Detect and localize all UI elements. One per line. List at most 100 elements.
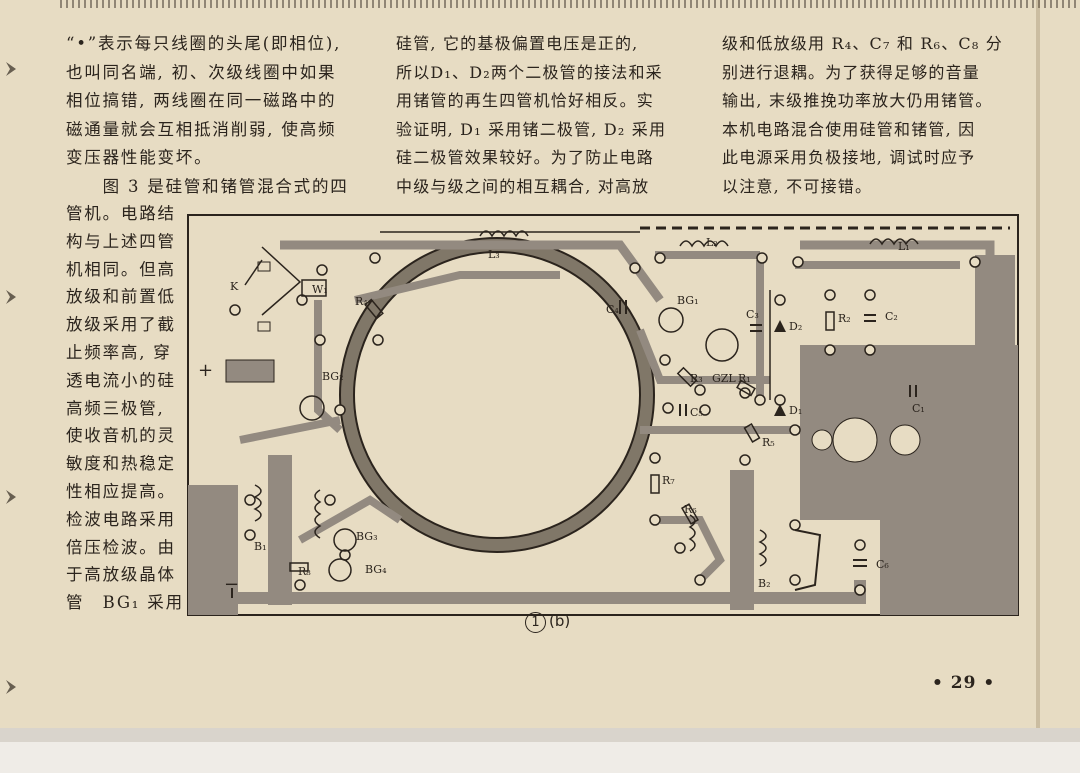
mount-hole xyxy=(832,417,878,463)
text-line: 所以D₁、D₂两个二极管的接法和采 xyxy=(396,62,663,82)
label-l2: L₂ xyxy=(706,236,718,249)
mount-hole xyxy=(889,424,921,456)
label-l3: L₃ xyxy=(488,248,500,261)
label-bg4: BG₄ xyxy=(365,563,387,576)
transformer-b2 xyxy=(758,529,767,567)
copper-area xyxy=(268,455,292,605)
text-line: 变压器性能变坏。 xyxy=(66,148,213,167)
copper-area xyxy=(975,255,1015,355)
speaker-ring-outline xyxy=(339,237,655,553)
battery-pad xyxy=(225,359,275,383)
transformer-b1 xyxy=(253,484,262,522)
text-line: 止频率高, 穿 xyxy=(66,342,172,362)
switch-pad xyxy=(257,261,271,272)
coil-l1 xyxy=(869,238,919,246)
label-b1: B₁ xyxy=(254,540,267,553)
text-line: “•”表示每只线圈的头尾(即相位), xyxy=(66,34,342,53)
text-line: 以注意, 不可接错。 xyxy=(722,176,873,196)
speaker-terminal xyxy=(794,529,822,591)
text-line: 相位搞错, 两线圈在同一磁路中的 xyxy=(66,91,337,110)
text-column-1: “•”表示每只线圈的头尾(即相位), 也叫同名端, 初、次级线圈中如果 相位搞错… xyxy=(66,30,349,201)
text-line: 倍压检波。由 xyxy=(66,537,176,557)
screen-margin xyxy=(0,742,1080,773)
volume-wiper xyxy=(261,246,302,316)
text-line: 图 3 是硅管和锗管混合式的四 xyxy=(66,176,349,196)
text-line: 磁通量就会互相抵消削弱, 使高频 xyxy=(66,119,337,139)
text-line: 管机。电路结 xyxy=(66,204,176,223)
text-column-2: 硅管, 它的基极偏置电压是正的, 所以D₁、D₂两个二极管的接法和采 用锗管的再… xyxy=(396,30,666,201)
label-r8: R₈ xyxy=(298,565,311,578)
copper-area xyxy=(188,485,238,615)
binder-clip-icon xyxy=(6,490,16,504)
label-w1: W₁ xyxy=(312,283,328,296)
text-line: 输出, 末级推挽功率放大仍用锗管。 xyxy=(722,91,993,110)
label-c4: C₄ xyxy=(606,303,619,316)
top-right-trace xyxy=(800,240,995,340)
coil-l3 xyxy=(479,230,529,238)
text-line: 检波电路采用 xyxy=(66,509,176,529)
text-line: 透电流小的硅 xyxy=(66,370,176,390)
bg3-trace xyxy=(298,495,403,544)
label-bg3: BG₃ xyxy=(356,530,377,543)
text-line: 此电源采用负极接地, 调试时应予 xyxy=(722,148,976,167)
text-line: 也叫同名端, 初、次级线圈中如果 xyxy=(66,62,337,82)
gzl-coil xyxy=(705,328,739,362)
figure-number: 1 xyxy=(525,612,546,633)
label-r1: R₁ xyxy=(738,372,751,385)
switch-k xyxy=(244,259,263,286)
copper-area xyxy=(730,470,754,610)
text-line: 高频三极管, xyxy=(66,398,165,418)
label-minus: − xyxy=(224,574,239,595)
text-line: 验证明, D₁ 采用锗二极管, D₂ 采用 xyxy=(396,119,667,139)
perforation-edge xyxy=(60,0,1080,8)
page-fold-shadow xyxy=(1036,0,1040,728)
label-r7: R₇ xyxy=(662,474,675,487)
pcb-layout-figure: L₃ L₂ L₁ K W₁ R₄ C₄ BG₁ C₃ D₂ R₂ C₂ BG₂ … xyxy=(187,214,1019,616)
text-line: 机相同。但高 xyxy=(66,259,176,279)
diode-d1 xyxy=(774,404,786,416)
label-k: K xyxy=(230,280,239,293)
text-column-1-narrow: 管机。电路结 构与上述四管 机相同。但高 放级和前置低 放级采用了截 止频率高,… xyxy=(66,200,184,617)
text-column-3: 级和低放级用 R₄、C₇ 和 R₆、C₈ 分 别进行退耦。为了获得足够的音量 输… xyxy=(722,30,1003,201)
label-gzl: GZL xyxy=(712,372,736,385)
text-line: 别进行退耦。为了获得足够的音量 xyxy=(722,62,981,82)
diode-d2 xyxy=(774,320,786,332)
text-line: 硅管, 它的基极偏置电压是正的, xyxy=(396,34,639,53)
label-c3: C₃ xyxy=(746,308,759,321)
label-r5: R₅ xyxy=(762,436,775,449)
upper-arc-trace xyxy=(354,271,560,304)
text-line: 本机电路混合使用硅管和锗管, 因 xyxy=(722,119,976,139)
label-b2: B₂ xyxy=(758,577,771,590)
label-c2: C₂ xyxy=(885,310,898,323)
label-r6: R₆ xyxy=(684,503,697,516)
text-line: 构与上述四管 xyxy=(66,231,176,251)
mount-hole xyxy=(811,429,833,451)
transistor-bg2 xyxy=(299,395,325,421)
transistor-bg3 xyxy=(333,528,357,552)
page-bottom-strip xyxy=(0,728,1080,742)
figure-caption: 1(b) xyxy=(525,612,570,633)
bg2-trace xyxy=(239,416,341,444)
label-bg2: BG₂ xyxy=(322,370,343,383)
transformer-coil xyxy=(688,514,696,552)
text-line: 用锗管的再生四管机恰好相反。实 xyxy=(396,91,655,110)
transistor-bg4 xyxy=(328,558,352,582)
binder-clip-icon xyxy=(6,290,16,304)
mid-trace xyxy=(636,328,770,384)
text-line: 中级与级之间的相互耦合, 对高放 xyxy=(396,176,650,196)
top-trace xyxy=(280,240,664,303)
binder-clip-icon xyxy=(6,680,16,694)
label-bg1: BG₁ xyxy=(677,294,698,307)
label-c1: C₁ xyxy=(912,402,925,415)
text-line: 性相应提高。 xyxy=(66,481,176,501)
label-c6: C₆ xyxy=(876,558,889,571)
speaker-cutout xyxy=(353,251,641,539)
label-r3: R₃ xyxy=(690,372,703,385)
solder-pads xyxy=(229,252,981,596)
coil-l2 xyxy=(679,240,729,248)
text-line: 使收音机的灵 xyxy=(66,426,176,446)
text-line: 敏度和热稳定 xyxy=(66,454,176,474)
page-number: • 29 • xyxy=(932,673,996,693)
text-line: 于高放级晶体 xyxy=(66,565,176,585)
switch-pad xyxy=(257,321,271,332)
